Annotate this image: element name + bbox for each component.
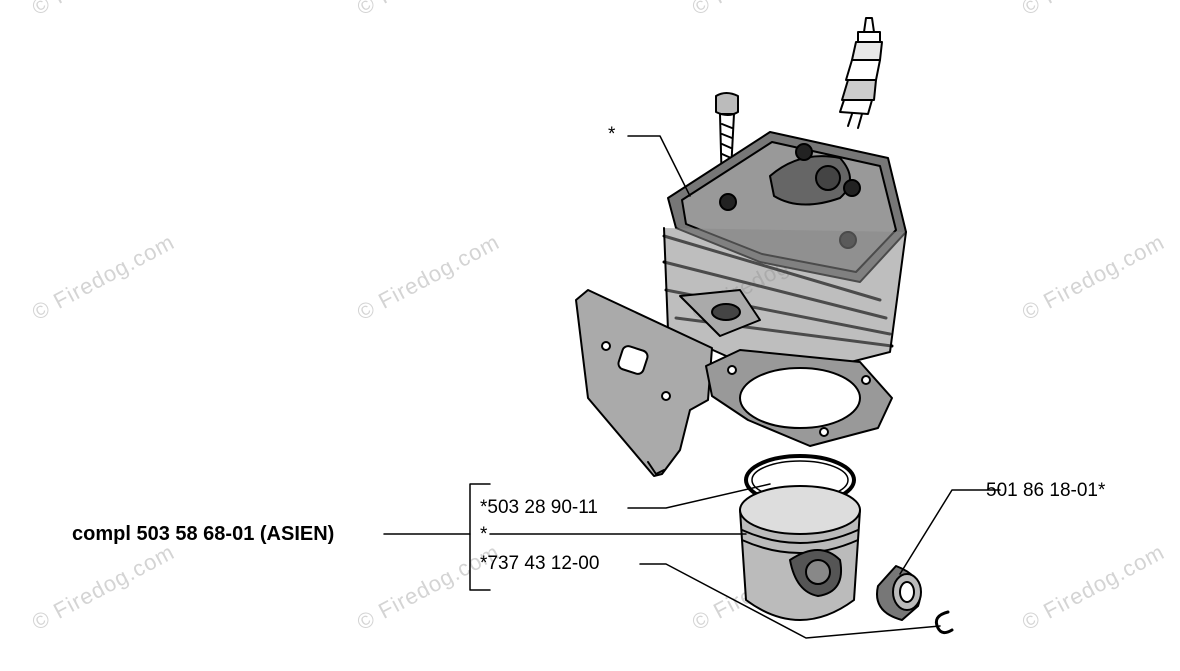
needle-bearing-icon [876, 565, 922, 621]
cylinder-icon [662, 131, 907, 381]
piston-pin-part-number: *737 43 12-00 [480, 553, 600, 574]
cylinder-callout: * [608, 124, 616, 145]
leader-lines [383, 135, 1001, 639]
circlip-icon [934, 610, 954, 635]
cylinder-gasket-icon [705, 349, 893, 447]
piston-ring-part-number: *503 28 90-11 [480, 497, 598, 518]
needle-bearing-part-number: 501 86 18-01* [986, 480, 1106, 501]
spark-plug-icon [839, 17, 883, 129]
piston-callout: * [480, 524, 488, 545]
piston-kit-label: compl 503 58 68-01 (ASIEN) [72, 523, 335, 545]
muffler-gasket-icon [575, 289, 713, 477]
piston-icon [739, 485, 861, 621]
